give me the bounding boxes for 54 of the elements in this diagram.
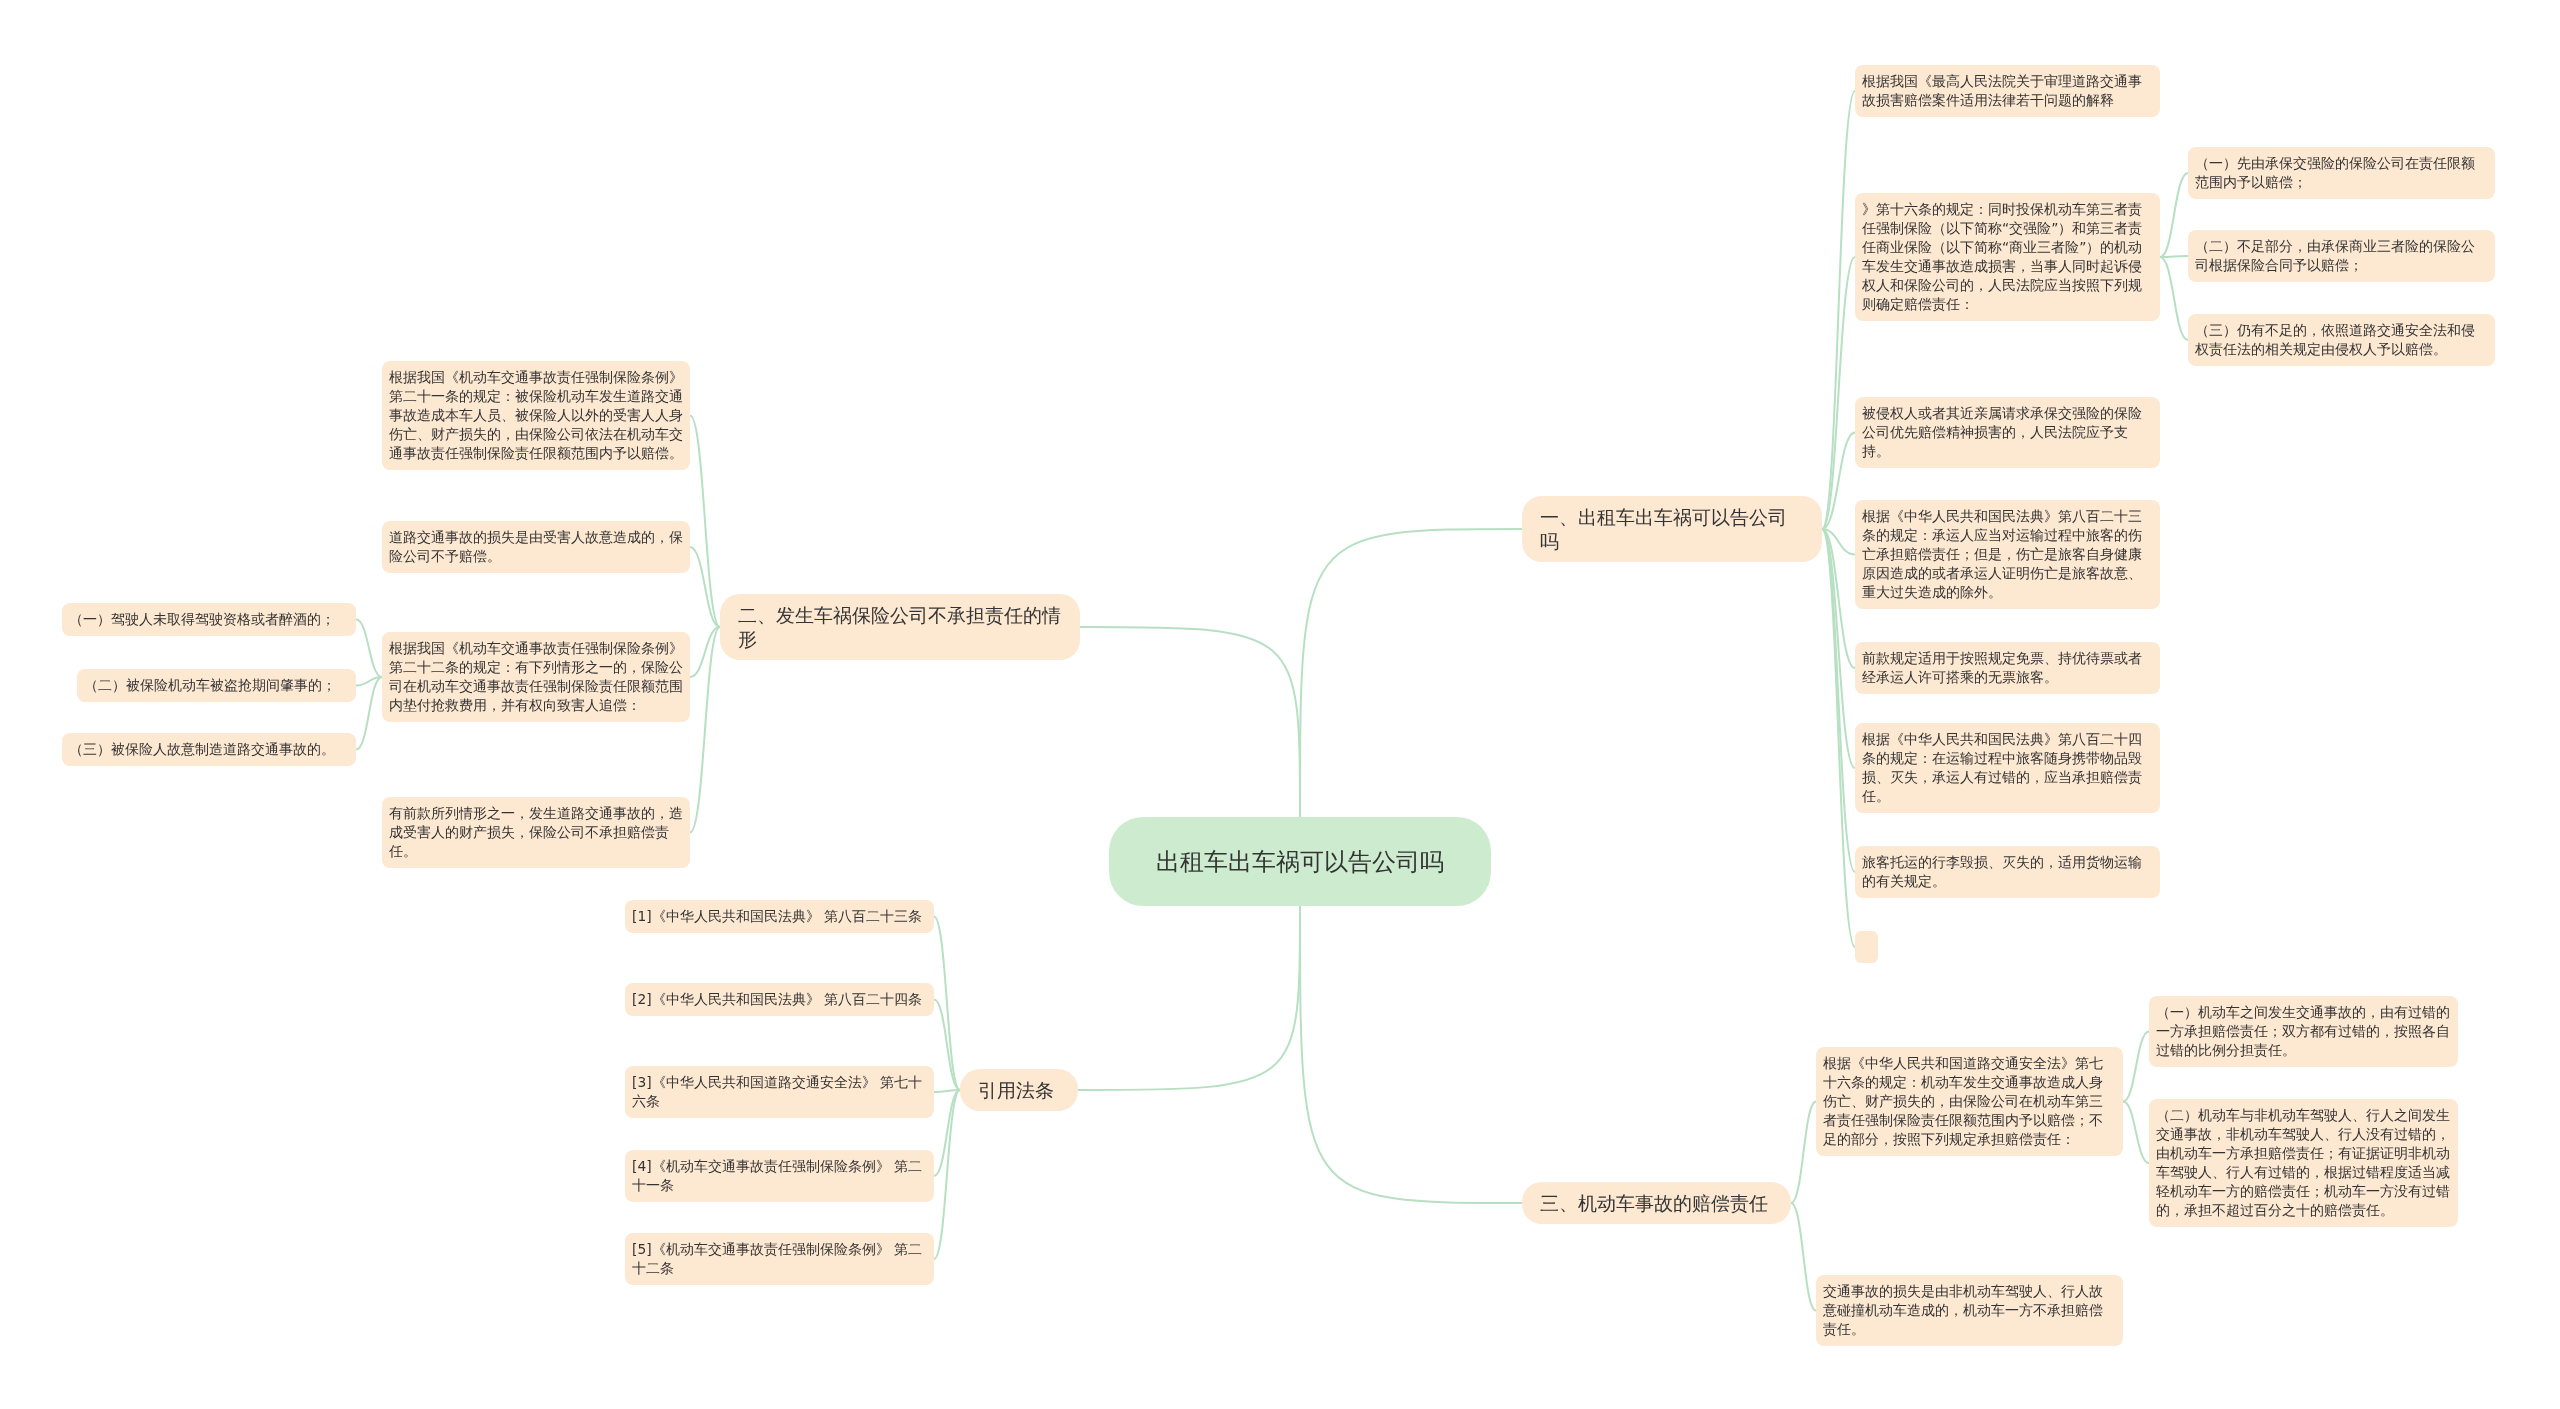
connector-line <box>1821 528 1856 873</box>
branch-topic: 三、机动车事故的赔偿责任 <box>1522 1182 1791 1224</box>
topic-card: （一）先由承保交强险的保险公司在责任限额范围内予以赔偿； <box>2188 147 2495 199</box>
connector-line <box>2159 256 2189 341</box>
topic-card: 被侵权人或者其近亲属请求承保交强险的保险公司优先赔偿精神损害的，人民法院应予支持。 <box>1855 397 2160 468</box>
topic-card: （三）仍有不足的，依照道路交通安全法和侵权责任法的相关规定由侵权人予以赔偿。 <box>2188 314 2495 366</box>
connector-line <box>1079 626 1301 818</box>
connector-line <box>689 414 721 628</box>
topic-card: （二）不足部分，由承保商业三者险的保险公司根据保险合同予以赔偿； <box>2188 230 2495 282</box>
topic-card: 旅客托运的行李毁损、灭失的，适用货物运输的有关规定。 <box>1855 846 2160 898</box>
topic-card: （一）机动车之间发生交通事故的，由有过错的一方承担赔偿责任；双方都有过错的，按照各自过错的比例分担责任。 <box>2149 996 2458 1067</box>
connector-line <box>689 546 721 628</box>
topic-card: 根据我国《最高人民法院关于审理道路交通事故损害赔偿案件适用法律若干问题的解释 <box>1855 65 2160 117</box>
topic-card: 根据我国《机动车交通事故责任强制保险条例》第二十二条的规定：有下列情形之一的，保险公司在机动车交通事故责任强制保险责任限额范围内垫付抢救费用，并有权向致害人追偿： <box>382 632 690 722</box>
connector-line <box>933 1089 961 1177</box>
topic-card: （一）驾驶人未取得驾驶资格或者醉酒的； <box>62 603 356 636</box>
connector-line <box>1821 90 1856 530</box>
topic-card: 有前款所列情形之一，发生道路交通事故的，造成受害人的财产损失，保险公司不承担赔偿责任。 <box>382 797 690 868</box>
branch-topic: 引用法条 <box>960 1069 1078 1111</box>
topic-card: [1]《中华人民共和国民法典》 第八百二十三条 <box>625 900 934 933</box>
topic-card: 根据我国《机动车交通事故责任强制保险条例》第二十一条的规定：被保险机动车发生道路交通事故造成本车人员、被保险人以外的受害人人身伤亡、财产损失的，由保险公司依法在机动车交通事故责任强制保险责任限额范围内予以赔偿。 <box>382 361 690 470</box>
topic-card: （三）被保险人故意制造道路交通事故的。 <box>62 733 356 766</box>
topic-card: 前款规定适用于按照规定免票、持优待票或者经承运人许可搭乘的无票旅客。 <box>1855 642 2160 694</box>
connector-line <box>2122 1100 2150 1164</box>
connector-line <box>933 1089 961 1093</box>
topic-card: 》第十六条的规定：同时投保机动车第三者责任强制保险（以下简称“交强险”）和第三者责任商业保险（以下简称“商业三者险”）的机动车发生交通事故造成损害，当事人同时起诉侵权人和保险公司的，人民法院应当按照下列规则确定赔偿责任： <box>1855 193 2160 321</box>
topic-card: 根据《中华人民共和国民法典》第八百二十三条的规定：承运人应当对运输过程中旅客的伤亡承担赔偿责任；但是，伤亡是旅客自身健康原因造成的或者承运人证明伤亡是旅客故意、重大过失造成的除外。 <box>1855 500 2160 609</box>
topic-card: 根据《中华人民共和国道路交通安全法》第七十六条的规定：机动车发生交通事故造成人身伤亡、财产损失的，由保险公司在机动车第三者责任强制保险责任限额范围内予以赔偿；不足的部分，按照下列规定承担赔偿责任： <box>1816 1047 2123 1156</box>
branch-topic: 一、出租车出车祸可以告公司吗 <box>1522 496 1822 562</box>
connector-line <box>1790 1100 1817 1204</box>
topic-card: 根据《中华人民共和国民法典》第八百二十四条的规定：在运输过程中旅客随身携带物品毁损、灭失，承运人有过错的，应当承担赔偿责任。 <box>1855 723 2160 813</box>
topic-card: [5]《机动车交通事故责任强制保险条例》 第二十二条 <box>625 1233 934 1285</box>
topic-card: （二）被保险机动车被盗抢期间肇事的； <box>77 669 356 702</box>
empty-card <box>1855 931 1878 963</box>
connector-line <box>1790 1202 1817 1312</box>
connector-line <box>355 618 383 678</box>
connector-line <box>355 676 383 751</box>
topic-card: 道路交通事故的损失是由受害人故意造成的，保险公司不予赔偿。 <box>382 521 690 573</box>
connector-line <box>689 626 721 834</box>
topic-card: [2]《中华人民共和国民法典》 第八百二十四条 <box>625 983 934 1016</box>
connector-line <box>1821 528 1856 948</box>
connector-line <box>1821 431 1856 530</box>
connector-line <box>1821 256 1856 530</box>
topic-card: [3]《中华人民共和国道路交通安全法》 第七十六条 <box>625 1066 934 1118</box>
connector-line <box>2122 1030 2150 1103</box>
topic-card: [4]《机动车交通事故责任强制保险条例》 第二十一条 <box>625 1150 934 1202</box>
connector-line <box>2159 172 2189 258</box>
branch-topic: 二、发生车祸保险公司不承担责任的情形 <box>720 594 1080 660</box>
topic-card: （二）机动车与非机动车驾驶人、行人之间发生交通事故，非机动车驾驶人、行人没有过错的，由机动车一方承担赔偿责任；有证据证明非机动车驾驶人、行人有过错的，根据过错程度适当减轻机动车一方的赔偿责任；机动车一方没有过错的，承担不超过百分之十的赔偿责任。 <box>2149 1099 2458 1227</box>
connector-line <box>689 626 721 678</box>
central-topic: 出租车出车祸可以告公司吗 <box>1109 817 1491 906</box>
connector-line <box>933 1089 961 1260</box>
topic-card: 交通事故的损失是由非机动车驾驶人、行人故意碰撞机动车造成的，机动车一方不承担赔偿责任。 <box>1816 1275 2123 1346</box>
connector-line <box>933 998 961 1091</box>
